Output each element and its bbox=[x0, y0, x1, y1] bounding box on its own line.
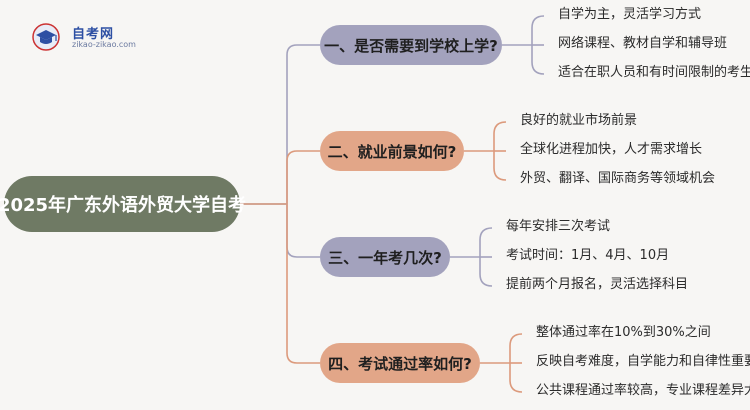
leaf-item: 适合在职人员和有时间限制的考生 bbox=[558, 65, 750, 80]
leaf-item: 全球化进程加快，人才需求增长 bbox=[520, 142, 703, 157]
leaf-item: 反映自考难度，自学能力和自律性重要 bbox=[536, 354, 750, 369]
branch-connector bbox=[286, 204, 320, 364]
leaf-item: 考试时间：1月、4月、10月 bbox=[506, 248, 670, 263]
logo-url: zikao-zikao.com bbox=[72, 40, 136, 49]
leaf-item: 网络课程、教材自学和辅导班 bbox=[558, 36, 728, 51]
leaf-item: 公共课程通过率较高，专业课程差异大 bbox=[536, 383, 750, 398]
leaf-item: 每年安排三次考试 bbox=[506, 219, 611, 234]
branch-connector bbox=[286, 44, 320, 204]
branch-node-2: 二、就业前景如何? bbox=[320, 131, 464, 171]
leaf-item: 整体通过率在10%到30%之间 bbox=[536, 325, 711, 340]
logo-name: 自考网 bbox=[72, 27, 115, 42]
leaf-item: 自学为主，灵活学习方式 bbox=[558, 7, 702, 22]
branch-node-1: 一、是否需要到学校上学? bbox=[320, 25, 502, 65]
site-logo[interactable]: 自考网 zikao-zikao.com bbox=[32, 19, 142, 53]
root-node: 2025年广东外语外贸大学自考 bbox=[0, 176, 246, 232]
branch-connector bbox=[286, 204, 320, 258]
branch-connector bbox=[286, 150, 320, 204]
branch-node-4: 四、考试通过率如何? bbox=[320, 343, 480, 383]
leaf-item: 提前两个月报名，灵活选择科目 bbox=[506, 277, 689, 292]
branch-node-3: 三、一年考几次? bbox=[320, 237, 450, 277]
leaf-item: 外贸、翻译、国际商务等领域机会 bbox=[520, 171, 716, 186]
leaf-item: 良好的就业市场前景 bbox=[520, 113, 638, 128]
graduation-cap-icon bbox=[32, 23, 60, 51]
